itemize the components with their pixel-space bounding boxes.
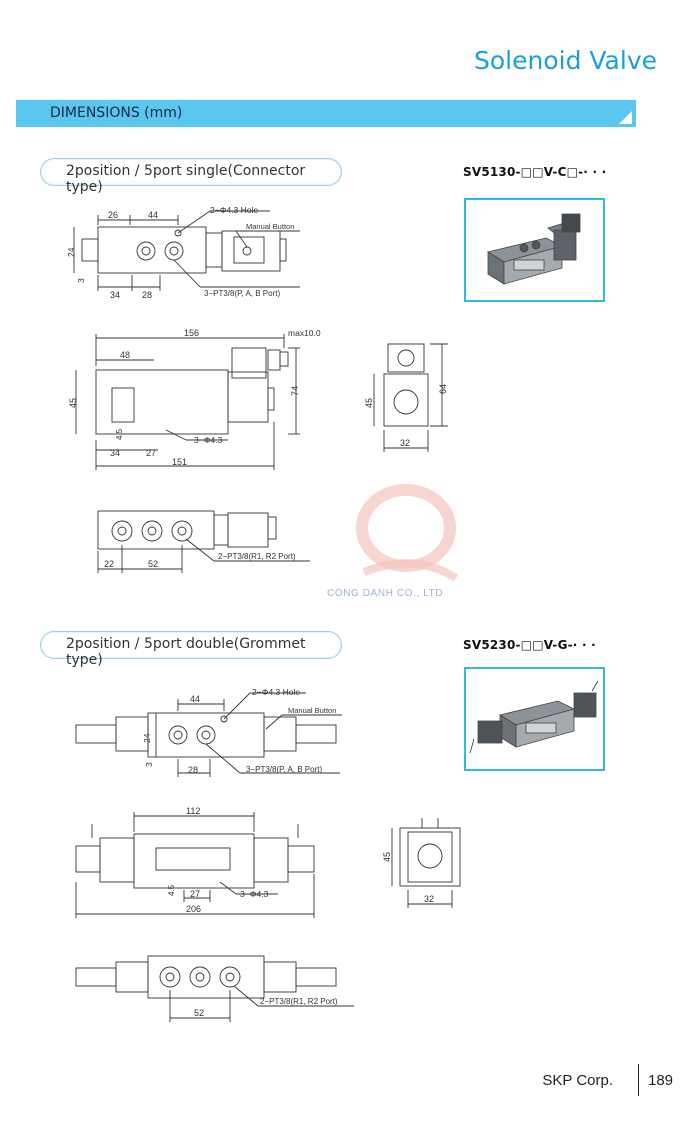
single-type-label: 2position / 5port single(Connector type)	[40, 158, 342, 195]
double-model-code: SV5230-□□V-G-· · ·	[463, 638, 596, 652]
single-valve-illustration	[486, 213, 581, 285]
double-bottom-view-drawing: 52 2−PT3/8(R1, R2 Port)	[75, 955, 354, 1022]
dim-32-d: 32	[424, 894, 434, 904]
dim-34b: 34	[110, 448, 120, 458]
corner-triangle-icon	[619, 111, 632, 124]
double-type-label: 2position / 5port double(Grommet type)	[40, 631, 342, 668]
single-type-label-text: 2position / 5port single(Connector type)	[66, 163, 306, 195]
dim-4-5-d: 4.5	[167, 884, 176, 896]
hole-3-label: 3−Φ4.3	[194, 435, 223, 445]
page-number-divider	[638, 1064, 639, 1096]
section-title: DIMENSIONS (mm)	[50, 105, 183, 121]
page-title: Solenoid Valve	[474, 46, 657, 75]
port-r-label: 2−PT3/8(R1, R2 Port)	[218, 552, 296, 561]
dim-45-d: 45	[382, 852, 392, 862]
double-type-label-text: 2position / 5port double(Grommet type)	[66, 636, 306, 668]
manual-button-label-d: Manual Button	[288, 706, 336, 715]
dim-32: 32	[400, 438, 410, 448]
double-side-view-drawing: 112 4.5 27 3−Φ4.3 206	[75, 806, 315, 918]
dim-112: 112	[186, 806, 200, 816]
dim-3: 3	[76, 278, 86, 283]
dim-44-d: 44	[190, 694, 200, 704]
footer-company: SKP Corp.	[542, 1072, 613, 1089]
port-r-label-d: 2−PT3/8(R1, R2 Port)	[260, 997, 338, 1006]
dim-4-5: 4.5	[115, 428, 124, 440]
single-side-view-drawing: 156 max10.0 48 45 74 4.5 34 27 3−Φ4.3 15…	[68, 328, 321, 470]
dim-26: 26	[108, 210, 118, 220]
section-header-bar: DIMENSIONS (mm)	[16, 100, 636, 127]
single-end-view-drawing: 45 64 32	[364, 343, 448, 452]
double-valve-photo	[464, 667, 605, 771]
watermark-logo	[356, 484, 459, 582]
dim-28: 28	[142, 290, 152, 300]
dim-48: 48	[120, 350, 130, 360]
single-model-code: SV5130-□□V-C□-· · ·	[463, 165, 607, 179]
dim-52-d: 52	[194, 1008, 204, 1018]
dim-45: 45	[68, 398, 78, 408]
dim-206: 206	[186, 904, 201, 914]
double-top-view-drawing: 44 2−Φ4.3 Hole Manual Button 24 3 28 3−P…	[75, 687, 342, 777]
dim-34: 34	[110, 290, 120, 300]
dim-24-d: 24	[142, 733, 152, 743]
dim-22: 22	[104, 559, 114, 569]
dim-44: 44	[148, 210, 158, 220]
manual-button-label: Manual Button	[246, 222, 294, 231]
single-valve-photo	[464, 198, 605, 302]
hole-label-d: 2−Φ4.3 Hole	[252, 687, 300, 697]
dim-52: 52	[148, 559, 158, 569]
dim-27: 27	[146, 448, 156, 458]
double-valve-illustration	[469, 680, 599, 754]
dim-24: 24	[66, 247, 76, 257]
watermark-text: CONG DANH CO., LTD	[327, 588, 444, 599]
dim-64: 64	[438, 384, 448, 394]
dim-27-d: 27	[190, 889, 200, 899]
dim-3-d: 3	[144, 762, 154, 767]
page-number: 189	[648, 1072, 674, 1089]
hole-label: 2−Φ4.3 Hole	[210, 205, 258, 215]
single-bottom-view-drawing: 22 52 2−PT3/8(R1, R2 Port)	[97, 510, 310, 573]
port-label-d: 3−PT3/8(P, A, B Port)	[246, 765, 322, 774]
dim-28-d: 28	[188, 765, 198, 775]
dim-156: 156	[184, 328, 199, 338]
hole-3-label-d: 3−Φ4.3	[240, 889, 269, 899]
single-top-view-drawing: 26 44 2−Φ4.3 Hole Manual Button 24 3 34 …	[66, 205, 300, 300]
dim-151: 151	[172, 457, 187, 467]
dim-45-end: 45	[364, 398, 374, 408]
dim-74: 74	[290, 386, 300, 396]
port-label: 3−PT3/8(P, A, B Port)	[204, 289, 280, 298]
dim-max10: max10.0	[288, 328, 321, 338]
double-end-view-drawing: 45 32	[382, 818, 461, 908]
